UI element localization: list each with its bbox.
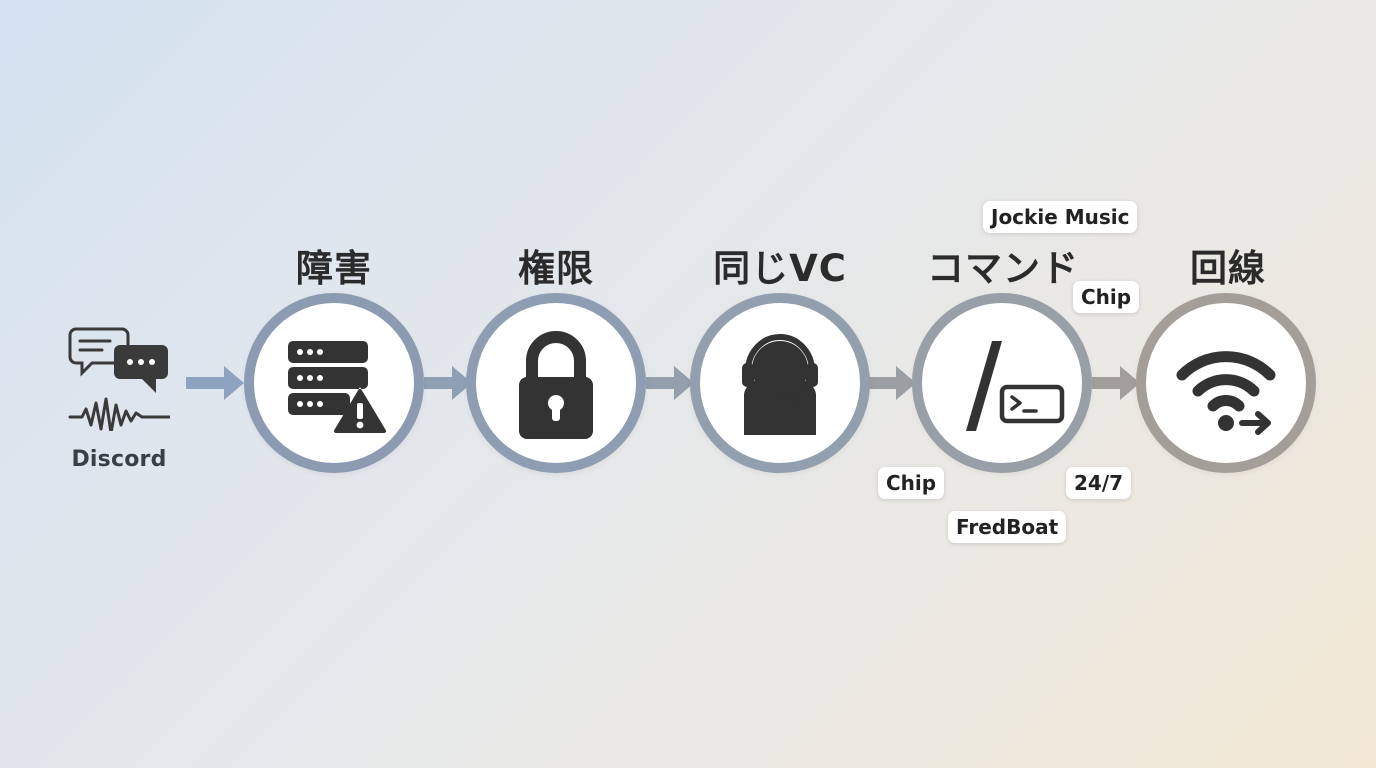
slash-command-terminal-icon — [966, 341, 1065, 431]
tag-jockie-music: Jockie Music — [983, 201, 1138, 233]
headset-user-icon — [742, 334, 818, 435]
step-circle-connection — [1136, 293, 1316, 473]
flow-arrow-1 — [186, 366, 244, 400]
step-circle-command — [912, 293, 1092, 473]
server-warning-icon — [288, 341, 387, 433]
step-title-permission: 権限 — [518, 247, 594, 290]
step-title-same-vc: 同じVC — [713, 247, 847, 290]
tag-chip-left: Chip — [878, 467, 945, 499]
flow-arrow-2 — [424, 366, 472, 400]
tag-24-7: 24/7 — [1066, 467, 1132, 499]
source-label: Discord — [71, 447, 167, 472]
tag-chip-top: Chip — [1073, 281, 1140, 313]
source-discord: Discord — [60, 315, 178, 485]
chat-waveform-icon — [68, 327, 170, 431]
step-title-connection: 回線 — [1190, 247, 1266, 290]
padlock-icon — [519, 331, 593, 439]
step-circle-outage — [244, 293, 424, 473]
step-circle-same-vc — [690, 293, 870, 473]
flow-arrow-4 — [868, 366, 916, 400]
flow-arrow-3 — [646, 366, 694, 400]
step-circle-permission — [466, 293, 646, 473]
step-title-outage: 障害 — [296, 247, 372, 290]
tag-fredboat: FredBoat — [948, 511, 1067, 543]
wifi-signal-icon — [1176, 351, 1276, 435]
step-title-command: コマンド — [927, 247, 1079, 290]
flow-arrow-5 — [1092, 366, 1140, 400]
